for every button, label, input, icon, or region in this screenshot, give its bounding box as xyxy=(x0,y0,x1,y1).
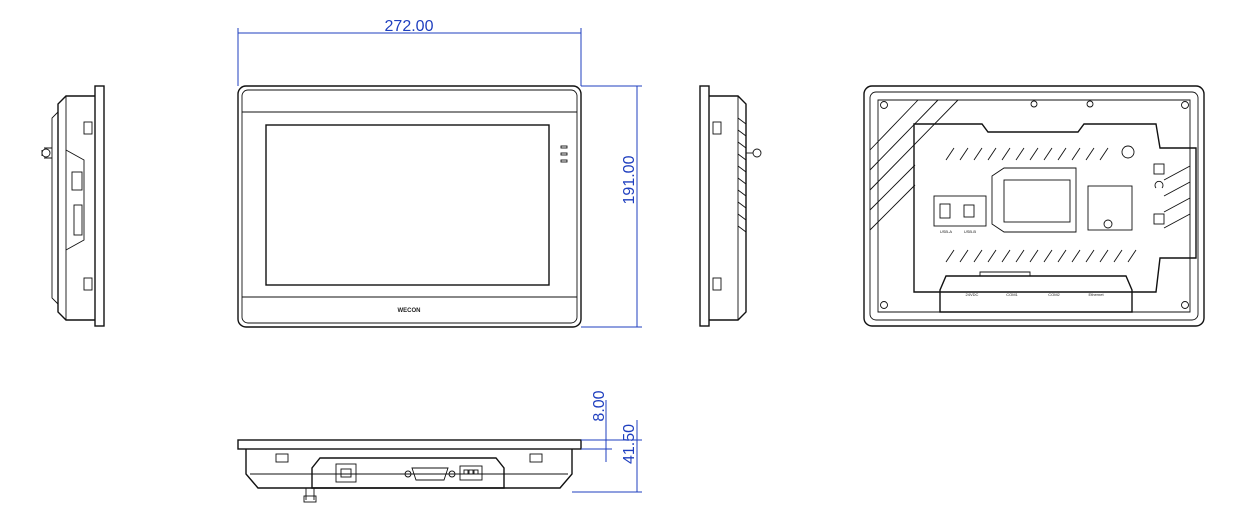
brand-logo: WECON xyxy=(398,308,421,314)
left-side-view xyxy=(41,85,105,327)
height-label: 191.00 xyxy=(621,155,638,204)
rear-view: USB-A USB-B 24VDC COM1 COM2 Ethernet xyxy=(863,85,1205,327)
usb-a-label: USB-A xyxy=(940,229,953,234)
com2-label: COM2 xyxy=(1048,292,1060,297)
front-view: WECON xyxy=(237,85,582,328)
height-dimension: 191.00 xyxy=(581,85,642,328)
com1-label: COM1 xyxy=(1006,292,1018,297)
bottom-view xyxy=(237,439,582,503)
power-label: 24VDC xyxy=(966,292,979,297)
vent-slots-top xyxy=(945,147,1109,161)
vent-slots-bottom xyxy=(945,249,1137,263)
ethernet-label: Ethernet xyxy=(1088,292,1104,297)
width-dimension: 272.00 xyxy=(237,18,582,86)
bezel-label: 8.00 xyxy=(591,390,608,421)
width-label: 272.00 xyxy=(385,18,434,35)
depth-dimension: 41.50 xyxy=(572,420,642,493)
bezel-dimension: 8.00 xyxy=(581,390,612,462)
depth-label: 41.50 xyxy=(621,424,638,464)
usb-b-label: USB-B xyxy=(964,229,977,234)
right-side-view xyxy=(699,85,762,327)
